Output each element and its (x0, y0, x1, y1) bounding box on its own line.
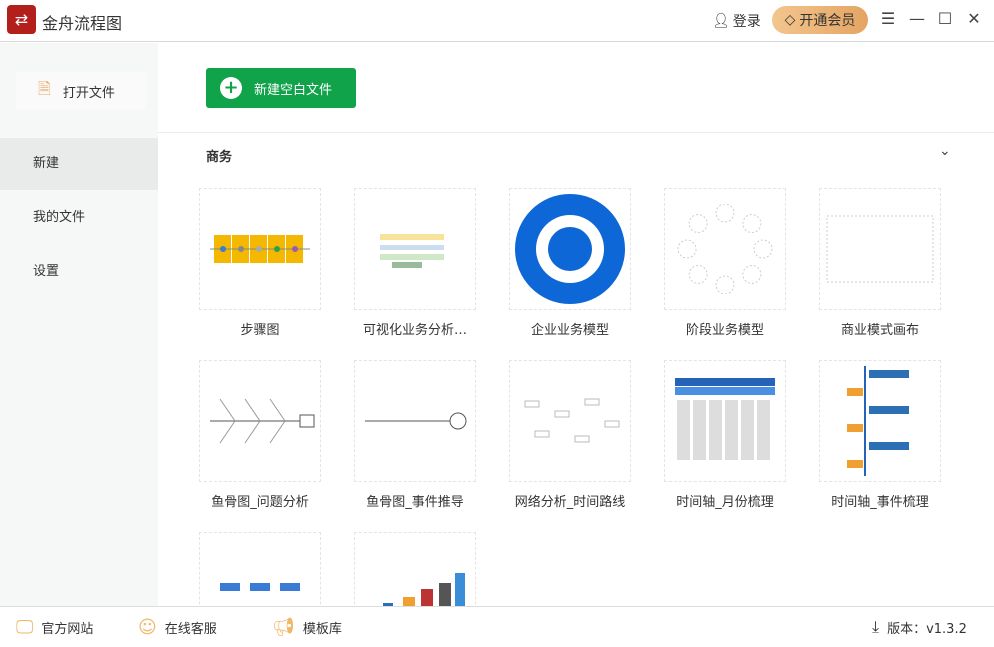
template-label: 鱼骨图_问题分析 (211, 495, 309, 510)
menu-icon[interactable]: ☰ (880, 9, 896, 28)
template-library-link[interactable]: 📢︎模板库 (272, 617, 342, 638)
new-blank-file-button[interactable]: +新建空白文件 (206, 68, 356, 108)
template-thumbnail[interactable] (819, 188, 941, 310)
template-label: 鱼骨图_事件推导 (366, 495, 464, 510)
login-button[interactable]: 👤︎登录 (712, 13, 761, 30)
template-label: 可视化业务分析… (362, 323, 467, 338)
maximize-icon[interactable]: ☐ (937, 9, 953, 28)
footer: 🖵官方网站 ☺在线客服 📢︎模板库 ⤓版本：v1.3.2 (0, 606, 994, 647)
template-card[interactable]: 鱼骨图_问题分析 (199, 360, 321, 510)
app-title: 金舟流程图 (42, 14, 123, 33)
template-thumbnail[interactable] (199, 360, 321, 482)
online-service-link[interactable]: ☺在线客服 (138, 617, 217, 638)
template-thumbnail[interactable] (199, 532, 321, 606)
template-thumbnail[interactable] (664, 360, 786, 482)
user-service-icon: ☺ (138, 617, 157, 638)
section-title: 商务 (206, 150, 233, 165)
sidebar-item-settings[interactable]: 设置 (33, 264, 60, 279)
template-thumbnail[interactable] (664, 188, 786, 310)
template-card[interactable]: 步骤图 (199, 188, 321, 338)
monitor-icon: 🖵 (16, 617, 34, 638)
template-card[interactable]: 商业模式画布 (819, 188, 941, 338)
template-thumbnail[interactable] (509, 360, 631, 482)
file-icon: 🗎 (38, 78, 51, 98)
template-label: 时间轴_事件梳理 (831, 495, 929, 510)
app-logo-icon: ⇄ (7, 5, 36, 34)
minimize-icon[interactable]: — (909, 9, 925, 28)
template-card[interactable]: 网络分析_时间路线 (509, 360, 631, 510)
open-file-button[interactable]: 🗎打开文件 (16, 72, 146, 110)
plus-icon: + (220, 77, 242, 99)
template-card[interactable]: 可视化业务分析… (354, 188, 476, 338)
megaphone-icon: 📢︎ (272, 617, 295, 638)
template-label: 时间轴_月份梳理 (676, 495, 774, 510)
version-info[interactable]: ⤓版本：v1.3.2 (872, 617, 967, 637)
diamond-icon: ◇ (784, 12, 796, 28)
template-card[interactable]: 时间轴_月份梳理 (664, 360, 786, 510)
template-thumbnail[interactable] (819, 360, 941, 482)
template-thumbnail[interactable] (509, 188, 631, 310)
vip-button[interactable]: ◇开通会员 (772, 6, 868, 34)
sidebar-item-new[interactable]: 新建 (0, 138, 158, 190)
template-card[interactable]: 企业业务模型 (509, 188, 631, 338)
sidebar: 🗎打开文件 新建 我的文件 设置 (0, 43, 158, 606)
template-thumbnail[interactable] (354, 360, 476, 482)
download-icon: ⤓ (872, 617, 880, 636)
template-thumbnail[interactable] (354, 532, 476, 606)
template-label: 企业业务模型 (530, 323, 609, 338)
divider (158, 132, 994, 133)
website-link[interactable]: 🖵官方网站 (16, 617, 94, 638)
template-card[interactable]: 阶段业务模型 (664, 188, 786, 338)
user-icon: 👤︎ (712, 13, 730, 29)
title-bar: ⇄ 金舟流程图 👤︎登录 ◇开通会员 ☰ — ☐ ✕ (0, 0, 994, 42)
template-card[interactable] (199, 532, 321, 606)
close-icon[interactable]: ✕ (967, 9, 981, 28)
main-panel: +新建空白文件 商务 ⌄ 步骤图 可视化业务分析… 企业业务模型 阶段业务模型 商业模式… (158, 43, 994, 606)
template-card[interactable] (354, 532, 476, 606)
template-label: 商业模式画布 (840, 323, 919, 338)
chevron-down-icon[interactable]: ⌄ (939, 143, 951, 159)
template-thumbnail[interactable] (199, 188, 321, 310)
template-label: 阶段业务模型 (685, 323, 764, 338)
template-card[interactable]: 时间轴_事件梳理 (819, 360, 941, 510)
template-label: 步骤图 (240, 323, 280, 338)
sidebar-item-my-files[interactable]: 我的文件 (33, 210, 86, 225)
template-card[interactable]: 鱼骨图_事件推导 (354, 360, 476, 510)
template-thumbnail[interactable] (354, 188, 476, 310)
template-label: 网络分析_时间路线 (514, 495, 626, 510)
